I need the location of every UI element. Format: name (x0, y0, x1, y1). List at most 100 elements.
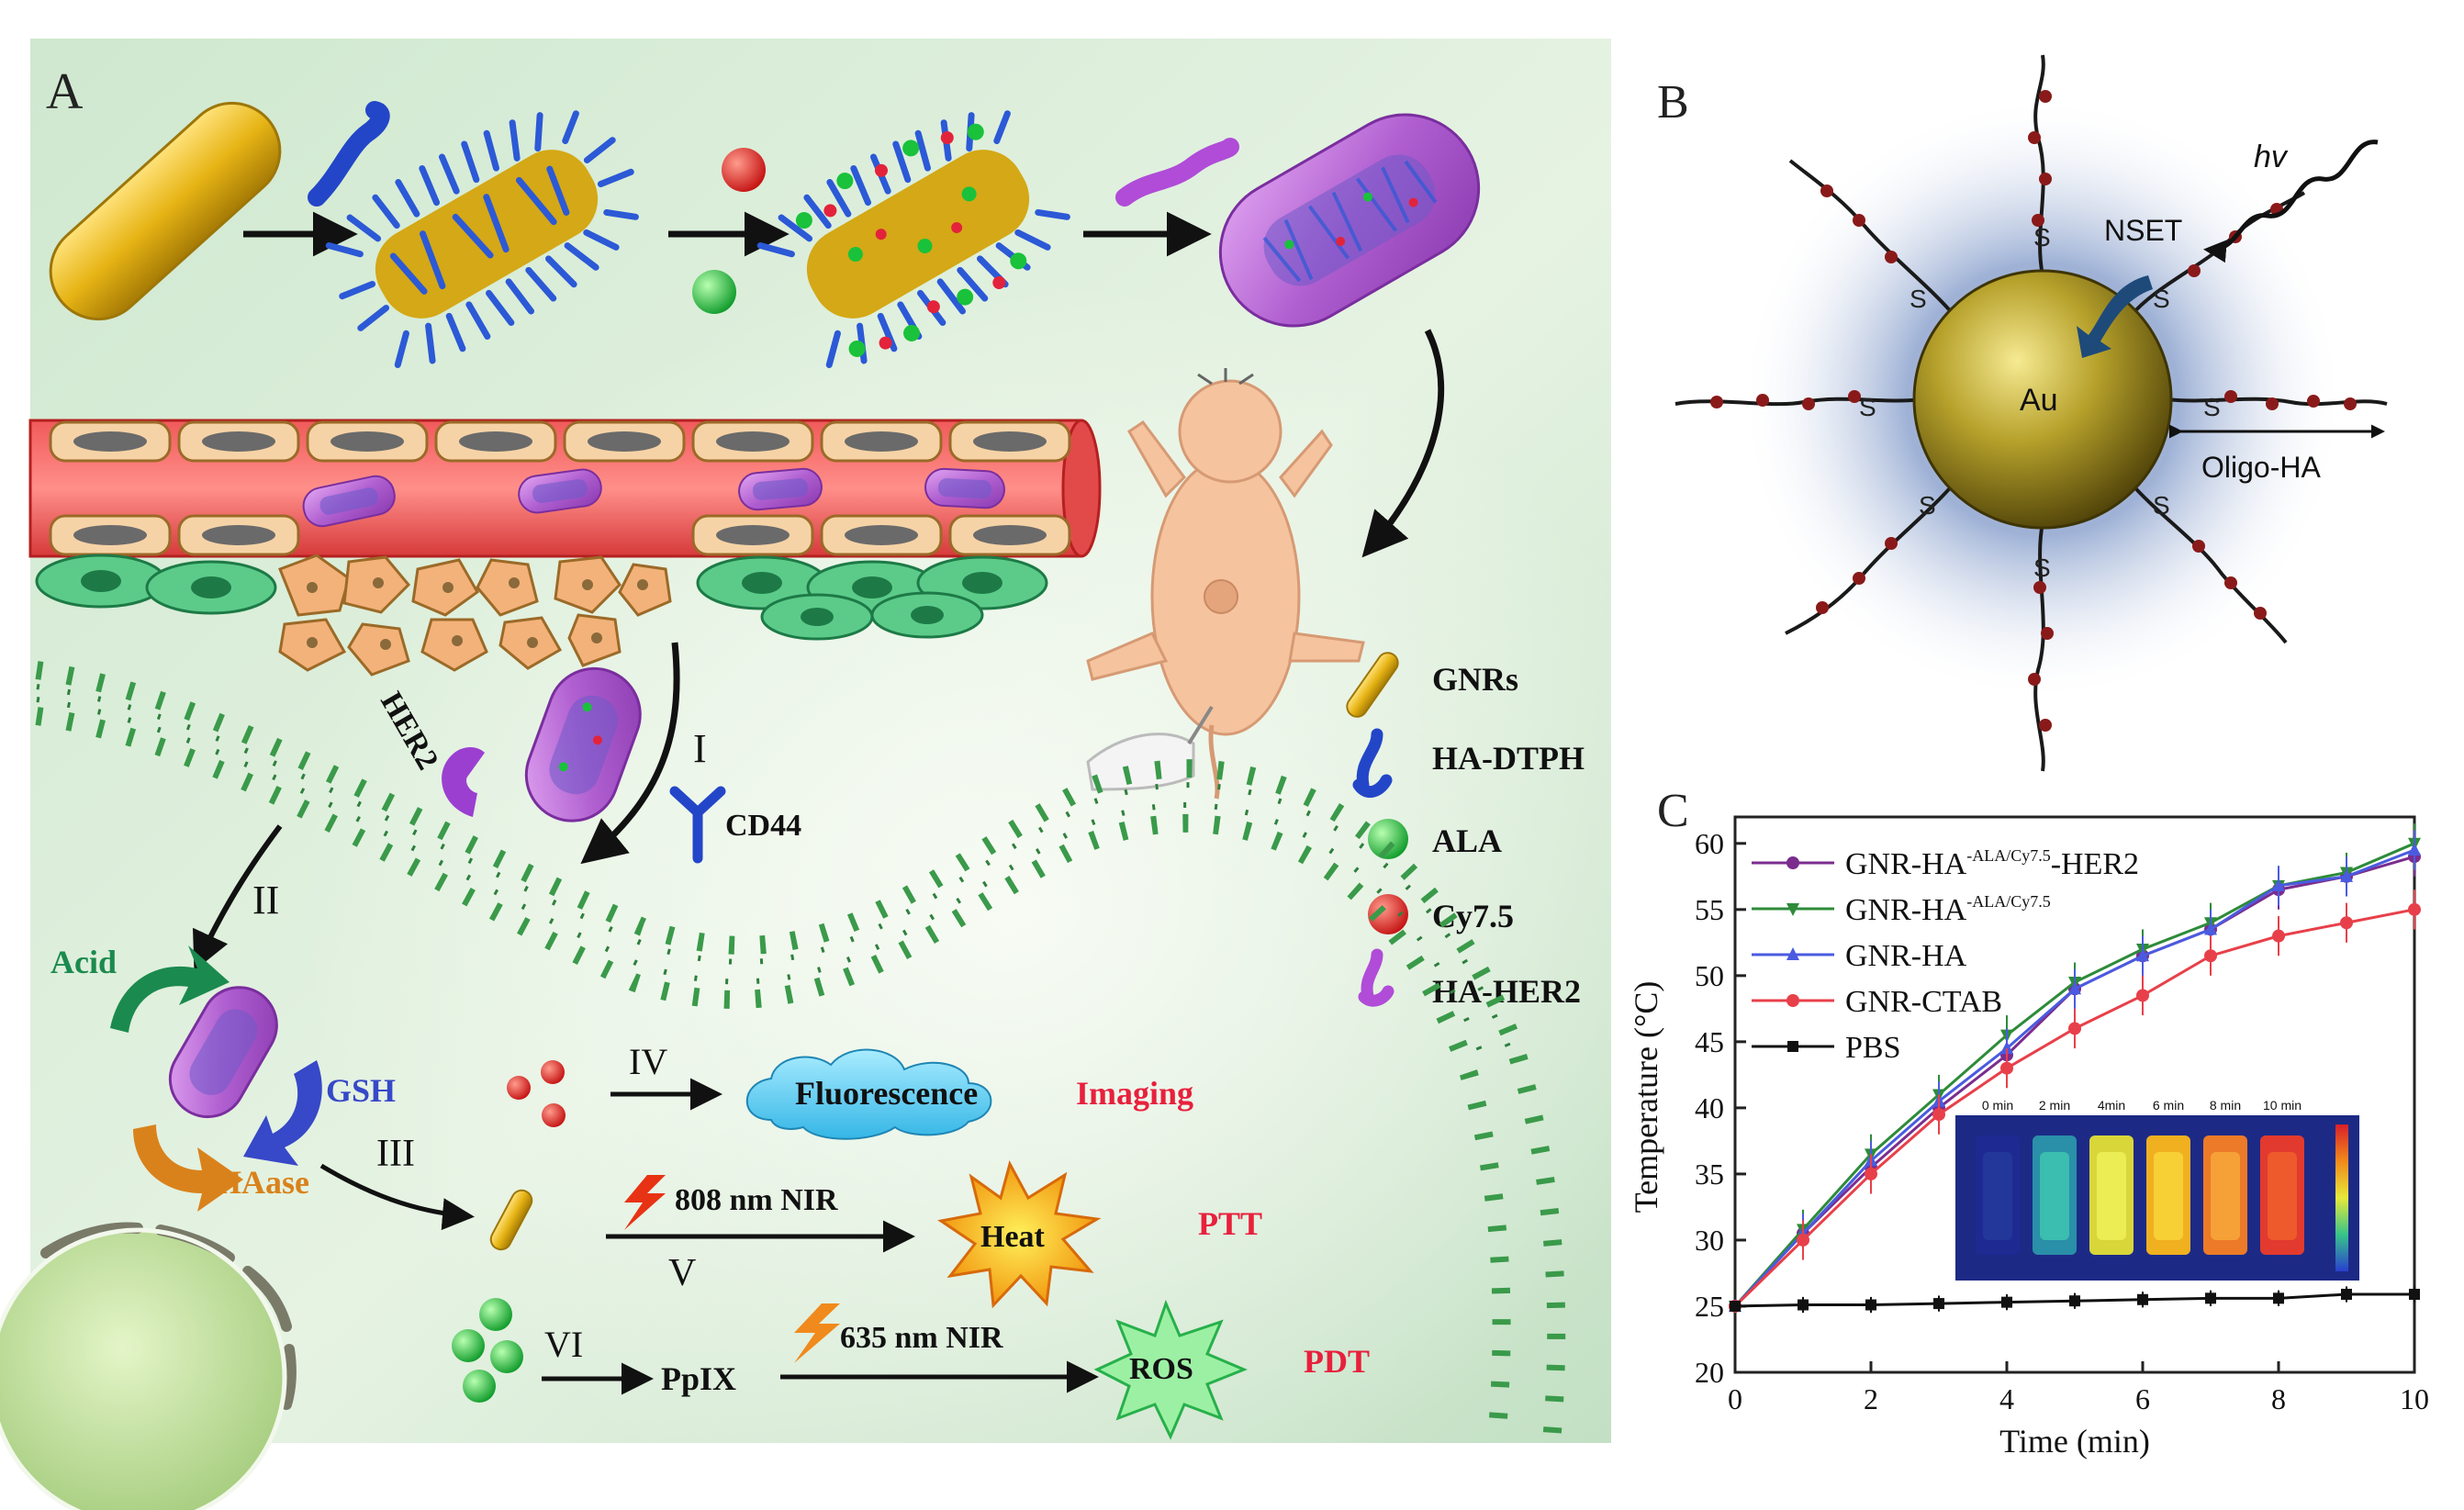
cy75-legend-icon (1368, 894, 1408, 934)
ha-dtph-legend-icon (1352, 728, 1393, 799)
heat-burst (937, 1159, 1102, 1309)
step-v-label: V (668, 1252, 696, 1294)
au-core (1912, 269, 2173, 530)
step-iii-arrow (319, 1163, 475, 1231)
data-point (1730, 1300, 1741, 1312)
data-point (2068, 981, 2081, 995)
inset-time-label: 4min (2098, 1098, 2125, 1113)
ha-her2-legend-icon (1358, 948, 1394, 1007)
normal-cells (35, 554, 1048, 641)
fluorescence-cloud (745, 1048, 992, 1140)
legend-ha-dtph: HA-DTPH (1432, 740, 1585, 777)
data-point (2069, 1295, 2080, 1307)
inset-time-label: 6 min (2153, 1098, 2184, 1113)
legend-label: PBS (1845, 1031, 1901, 1065)
legend-ha-her2: HA-HER2 (1432, 973, 1581, 1010)
step-iii-label: III (376, 1133, 415, 1175)
data-point (2408, 902, 2421, 916)
y-tick-label: 50 (1695, 959, 1724, 992)
chart-plot-frame (1733, 815, 2416, 1374)
cell-membrane (35, 661, 1566, 1444)
x-tick-label: 4 (1999, 1382, 2014, 1415)
svg-text:S: S (2203, 393, 2221, 421)
data-point (1933, 1298, 1944, 1310)
y-tick-label: 60 (1695, 827, 1724, 860)
legend-marker (1787, 1041, 1798, 1052)
panel-a-label: A (46, 63, 84, 120)
chart-series (1729, 823, 2421, 1314)
legend-label: GNR-HA-ALA/Cy7.5 (1845, 892, 2051, 927)
cy75-release-ball (542, 1103, 566, 1127)
data-point (2409, 1289, 2420, 1301)
y-tick-label: 45 (1695, 1025, 1724, 1058)
haase-arrow-icon (133, 1124, 243, 1212)
data-point (2068, 1022, 2081, 1035)
syringe-hand-illustration (1086, 705, 1214, 791)
mouse-illustration (1086, 368, 1365, 800)
gsh-arrow-icon (243, 1060, 322, 1166)
gsh-label: GSH (326, 1072, 396, 1109)
legend-gnrs: GNRs (1432, 661, 1518, 698)
data-point (2205, 1292, 2216, 1304)
cd44-receptor-icon (669, 786, 726, 864)
x-tick-label: 10 (2400, 1382, 2429, 1415)
step-ii-label: II (252, 878, 279, 923)
thiol-labels: S S S S S S S S (1859, 223, 2221, 582)
partial-cell (0, 1222, 297, 1510)
data-point (1797, 1233, 1809, 1247)
loaded-nanorod (756, 110, 1070, 368)
data-point (2204, 949, 2217, 963)
data-point (2272, 878, 2285, 891)
svg-text:S: S (2033, 223, 2051, 252)
ppix-label: PpIX (661, 1360, 736, 1397)
to-mouse-arrow (1361, 329, 1445, 558)
acid-arrow-icon (110, 945, 230, 1033)
y-tick-label: 20 (1695, 1356, 1724, 1389)
chart-y-axis-label: Temperature (°C) (1628, 981, 1664, 1214)
inset-time-label: 10 min (2263, 1098, 2302, 1113)
nset-arrow-icon (2077, 275, 2153, 358)
step-ii-arrow (193, 824, 283, 971)
pdt-label: PDT (1304, 1343, 1370, 1380)
data-point (2341, 1289, 2352, 1301)
legend-label: GNR-CTAB (1845, 985, 2002, 1019)
inset-sample-core (2097, 1152, 2126, 1240)
data-point (2408, 843, 2421, 856)
ha-dtph-squiggle (308, 101, 390, 207)
ala-cluster (452, 1298, 523, 1403)
blood-vessel (28, 419, 1102, 558)
data-point (2137, 1293, 2148, 1305)
ha-her2-squiggle (1115, 138, 1239, 207)
inset-time-label: 8 min (2210, 1098, 2241, 1113)
svg-text:S: S (2153, 285, 2170, 313)
legend-marker (1786, 903, 1799, 916)
step-vi-label: VI (544, 1324, 583, 1365)
internalizing-capsule (524, 666, 642, 822)
data-point (1932, 1108, 1945, 1122)
data-point (2340, 916, 2353, 930)
data-point (2000, 1061, 2013, 1075)
data-point (1798, 1299, 1809, 1311)
y-tick-label: 30 (1695, 1224, 1724, 1257)
oligo-ha-beads (1710, 90, 2357, 732)
inset-time-label: 2 min (2039, 1098, 2070, 1113)
panel-c-label: C (1657, 785, 1689, 837)
cy75-ball-icon (722, 148, 766, 192)
cd44-label: CD44 (725, 809, 801, 843)
nset-label: NSET (2104, 214, 2182, 247)
tumor-cells (278, 554, 672, 677)
light-wave-icon (2203, 140, 2379, 263)
ha-her2-capsule (1218, 113, 1481, 328)
inset-sample-core (1983, 1152, 2012, 1240)
ros-label: ROS (1129, 1352, 1193, 1386)
x-tick-label: 0 (1728, 1382, 1742, 1415)
haase-label: HAase (216, 1164, 309, 1201)
step-i-arrow (580, 642, 680, 865)
y-tick-label: 55 (1695, 893, 1724, 926)
data-point (2204, 922, 2217, 935)
